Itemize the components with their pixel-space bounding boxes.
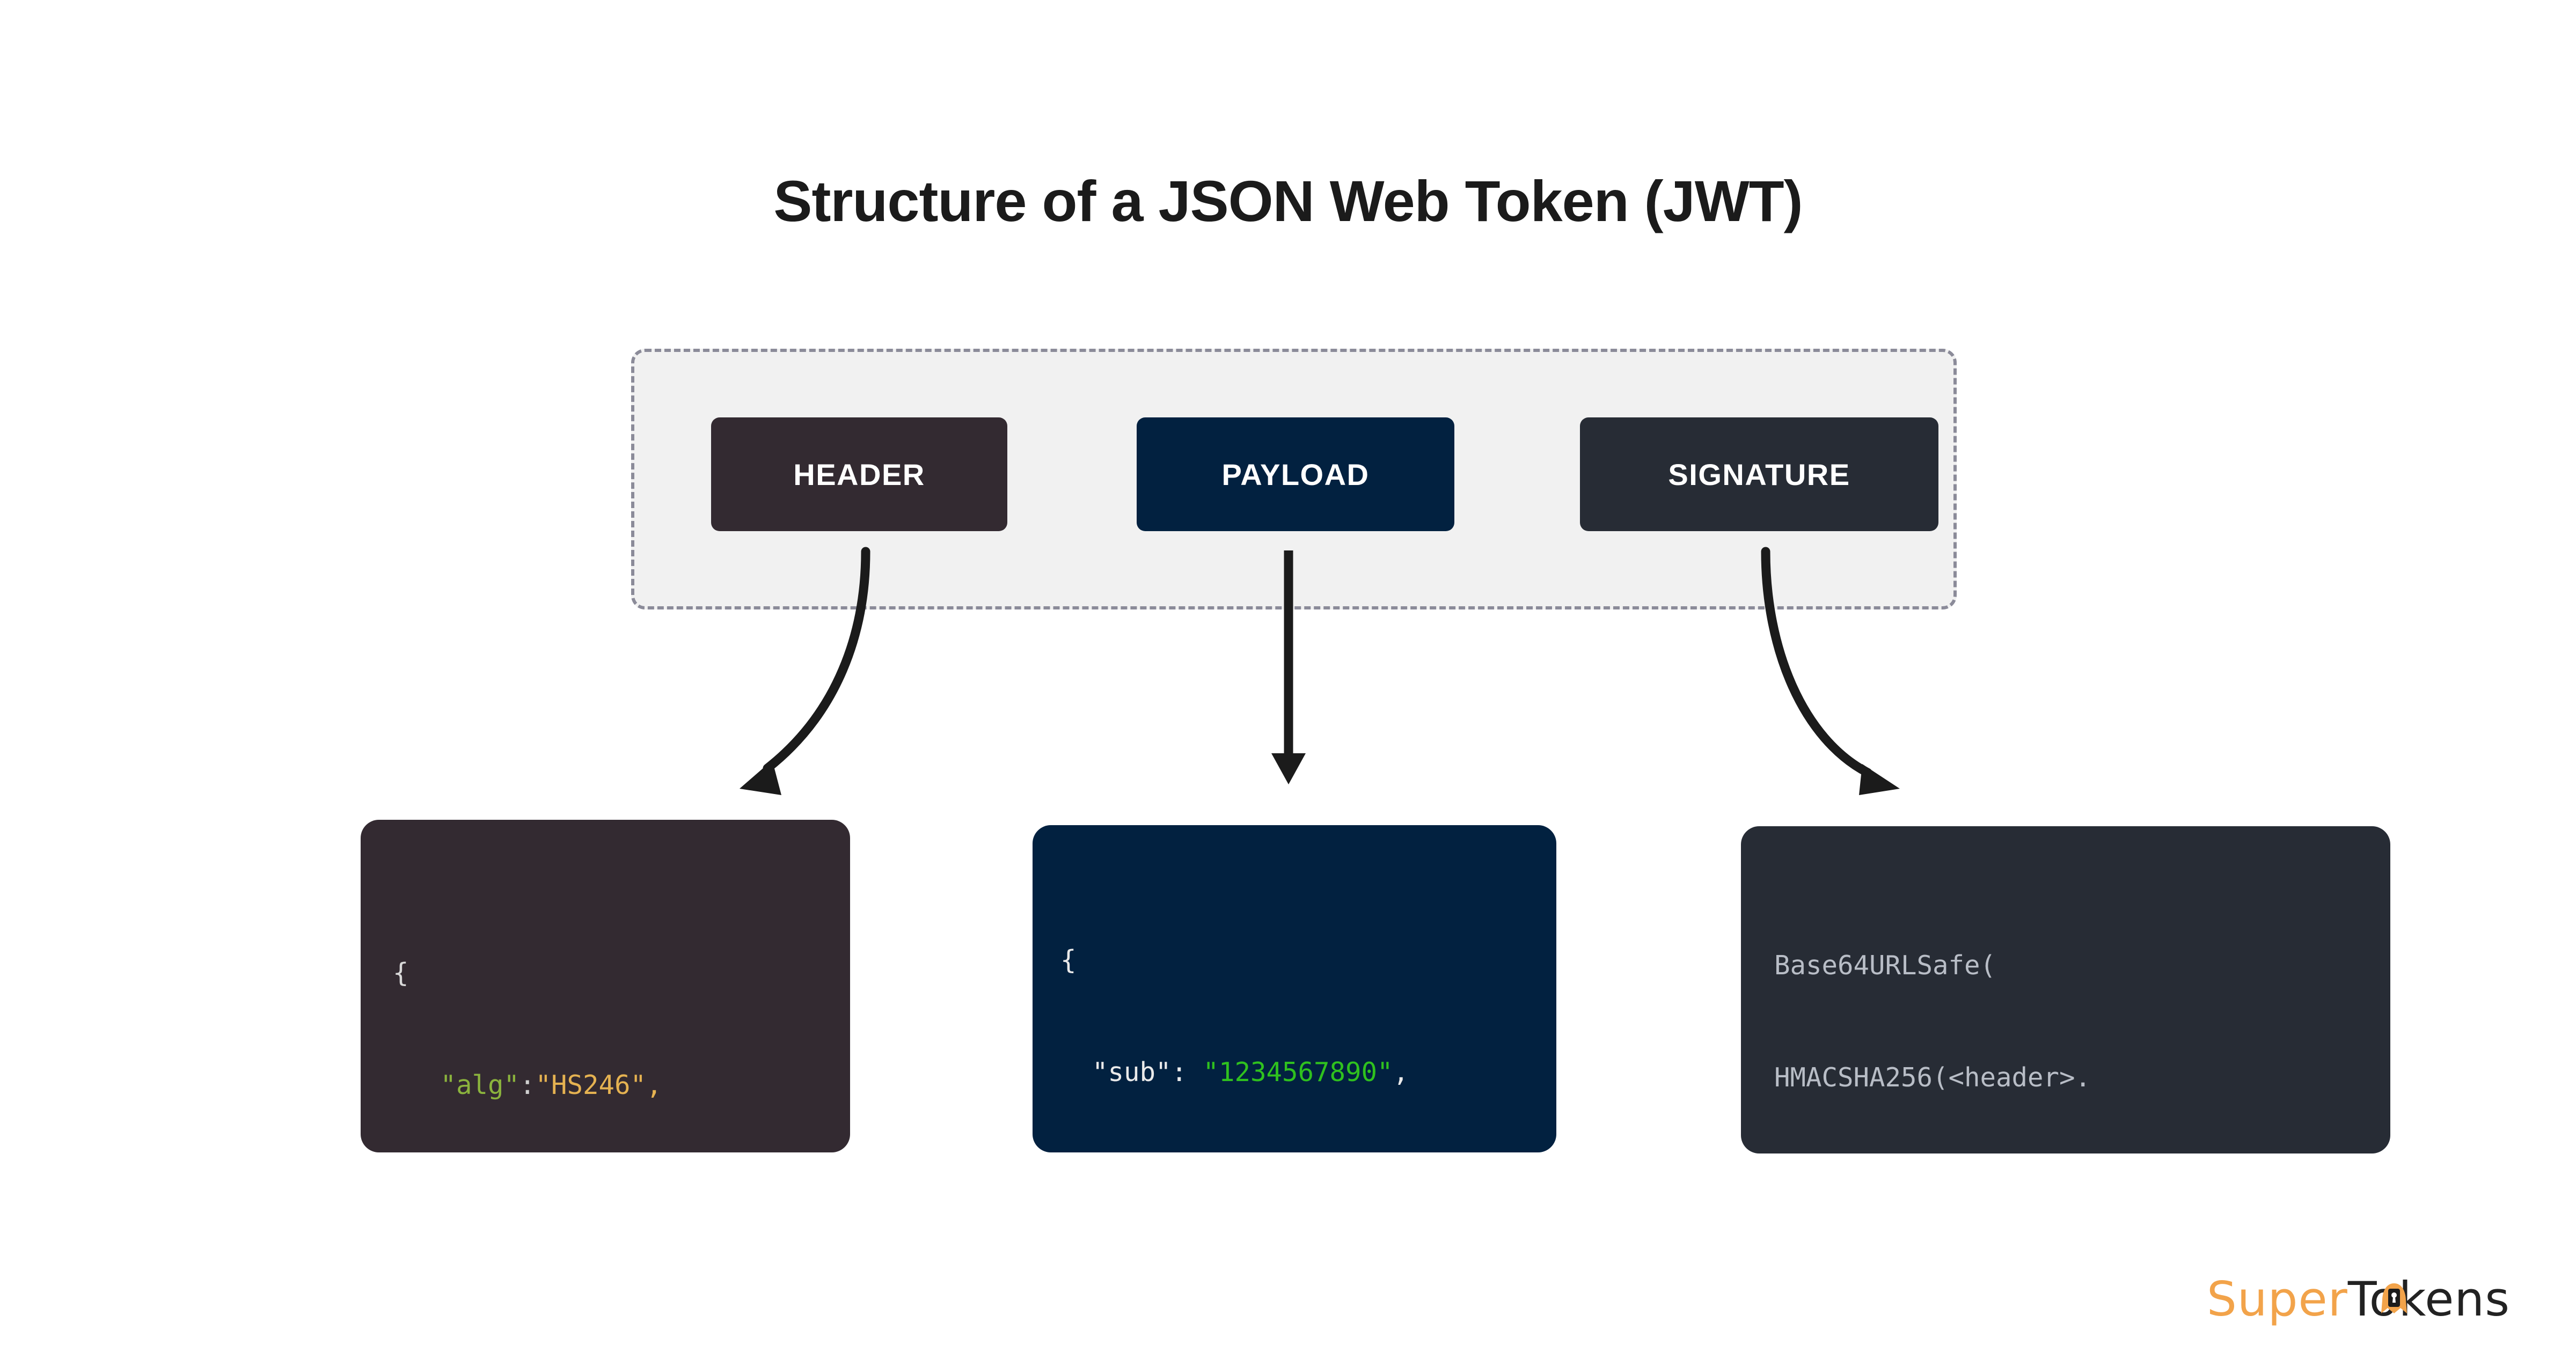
brand-word-super: Super (2207, 1272, 2348, 1327)
jwt-part-payload[interactable]: PAYLOAD (1137, 417, 1454, 531)
jwt-part-payload-label: PAYLOAD (1221, 457, 1370, 491)
header-code-line-alg: "alg":"HS246", (440, 1069, 662, 1100)
signature-code-line-2: HMACSHA256(<header>. (1774, 1062, 2091, 1093)
jwt-part-header-label: HEADER (793, 457, 925, 491)
payload-code-line-open: { (1060, 945, 1077, 976)
brand-word-tokens: Tokens (2348, 1272, 2510, 1327)
payload-code-card: { "sub": "1234567890", "name": "George W… (1033, 825, 1556, 1152)
signature-code-line-1: Base64URLSafe( (1774, 950, 1996, 981)
brand-word-tokens-text: Tokens (2347, 1272, 2511, 1327)
signature-code-card: Base64URLSafe( HMACSHA256(<header>. <pay… (1741, 826, 2390, 1153)
cape-keyhole-icon (2381, 1283, 2407, 1313)
jwt-part-signature-label: SIGNATURE (1668, 457, 1850, 491)
payload-code-line-sub: "sub": "1234567890", (1092, 1056, 1409, 1088)
header-code-card: { "alg":"HS246", "typ":"JWT" } (361, 820, 850, 1152)
jwt-part-header[interactable]: HEADER (711, 417, 1007, 531)
supertokens-logo: Super Tokens (2207, 1272, 2510, 1327)
jwt-part-signature[interactable]: SIGNATURE (1580, 417, 1938, 531)
page-title: Structure of a JSON Web Token (JWT) (773, 168, 1803, 233)
header-code-line-open: { (393, 958, 409, 989)
